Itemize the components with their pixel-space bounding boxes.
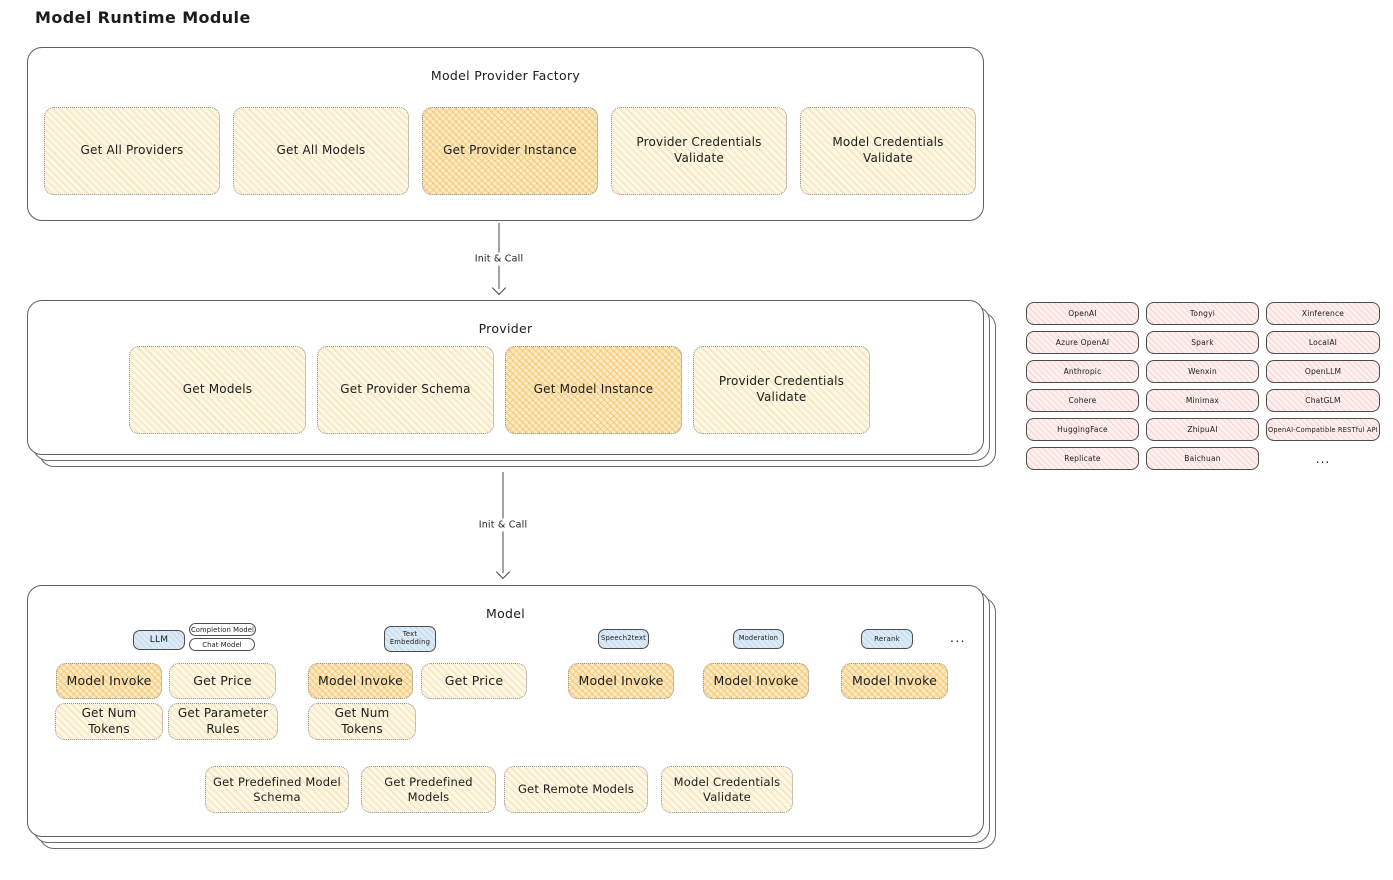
node-get-all-models: Get All Models bbox=[233, 107, 409, 195]
node-get-price-llm: Get Price bbox=[169, 663, 276, 699]
chip-minimax: Minimax bbox=[1146, 389, 1259, 412]
node-get-all-providers: Get All Providers bbox=[44, 107, 220, 195]
node-model-invoke-text-embedding: Model Invoke bbox=[308, 663, 413, 699]
tab-moderation: Moderation bbox=[733, 629, 784, 649]
arrow-init-call-bottom: Init & Call bbox=[473, 472, 533, 580]
arrow-label: Init & Call bbox=[473, 518, 533, 532]
arrow-head-icon bbox=[491, 280, 507, 296]
node-get-predefined-models: Get Predefined Models bbox=[361, 766, 496, 813]
factory-items-row: Get All Providers Get All Models Get Pro… bbox=[44, 107, 976, 195]
tab-text-embedding: Text Embedding bbox=[384, 626, 436, 652]
node-model-invoke-rerank: Model Invoke bbox=[841, 663, 948, 699]
chip-zhipuai: ZhipuAI bbox=[1146, 418, 1259, 441]
node-provider-credentials-validate-2: Provider Credentials Validate bbox=[693, 346, 870, 434]
node-model-invoke-moderation: Model Invoke bbox=[703, 663, 809, 699]
node-provider-credentials-validate: Provider Credentials Validate bbox=[611, 107, 787, 195]
provider-items-row: Get Models Get Provider Schema Get Model… bbox=[129, 346, 870, 434]
diagram-title: Model Runtime Module bbox=[35, 8, 251, 27]
provider-title: Provider bbox=[478, 321, 533, 336]
chip-wenxin: Wenxin bbox=[1146, 360, 1259, 383]
factory-container: Model Provider Factory Get All Providers… bbox=[27, 47, 984, 221]
chip-openllm: OpenLLM bbox=[1266, 360, 1380, 383]
chip-openai: OpenAI bbox=[1026, 302, 1139, 325]
subtab-completion-model: Completion Model bbox=[189, 623, 256, 636]
chip-cohere: Cohere bbox=[1026, 389, 1139, 412]
model-title: Model bbox=[485, 606, 526, 621]
chip-openai-compatible-restful-api: OpenAI-Compatible RESTful API bbox=[1266, 418, 1380, 441]
node-get-model-instance: Get Model Instance bbox=[505, 346, 682, 434]
arrow-init-call-top: Init & Call bbox=[469, 223, 529, 296]
tab-rerank: Rerank bbox=[861, 629, 913, 649]
node-get-num-tokens-text-embedding: Get Num Tokens bbox=[308, 703, 416, 740]
node-model-credentials-validate: Model Credentials Validate bbox=[800, 107, 976, 195]
node-get-models: Get Models bbox=[129, 346, 306, 434]
node-get-remote-models: Get Remote Models bbox=[504, 766, 648, 813]
chip-spark: Spark bbox=[1146, 331, 1259, 354]
provider-chip-grid: OpenAI Tongyi Xinference Azure OpenAI Sp… bbox=[1026, 302, 1380, 470]
node-get-predefined-model-schema: Get Predefined Model Schema bbox=[205, 766, 349, 813]
model-container: Model LLM Completion Model Chat Model Te… bbox=[27, 585, 984, 837]
chip-azure-openai: Azure OpenAI bbox=[1026, 331, 1139, 354]
chip-chatglm: ChatGLM bbox=[1266, 389, 1380, 412]
provider-container: Provider Get Models Get Provider Schema … bbox=[27, 300, 984, 455]
tabs-ellipsis: ... bbox=[950, 631, 966, 645]
node-get-provider-schema: Get Provider Schema bbox=[317, 346, 494, 434]
subtab-chat-model: Chat Model bbox=[189, 638, 255, 651]
chip-xinference: Xinference bbox=[1266, 302, 1380, 325]
node-get-parameter-rules: Get Parameter Rules bbox=[168, 703, 278, 740]
arrow-head-icon bbox=[495, 564, 511, 580]
chip-more-ellipsis: ... bbox=[1315, 451, 1331, 466]
arrow-label: Init & Call bbox=[469, 252, 529, 265]
tab-speech2text: Speech2text bbox=[598, 629, 649, 649]
node-model-credentials-validate-model: Model Credentials Validate bbox=[661, 766, 793, 813]
node-get-price-text-embedding: Get Price bbox=[421, 663, 527, 699]
factory-title: Model Provider Factory bbox=[430, 68, 581, 83]
chip-tongyi: Tongyi bbox=[1146, 302, 1259, 325]
node-get-provider-instance: Get Provider Instance bbox=[422, 107, 598, 195]
chip-huggingface: HuggingFace bbox=[1026, 418, 1139, 441]
chip-anthropic: Anthropic bbox=[1026, 360, 1139, 383]
chip-localai: LocalAI bbox=[1266, 331, 1380, 354]
tab-llm: LLM bbox=[133, 630, 185, 650]
node-model-invoke-llm: Model Invoke bbox=[56, 663, 162, 699]
node-model-invoke-speech2text: Model Invoke bbox=[568, 663, 674, 699]
node-get-num-tokens-llm: Get Num Tokens bbox=[55, 703, 163, 740]
chip-baichuan: Baichuan bbox=[1146, 447, 1259, 470]
chip-replicate: Replicate bbox=[1026, 447, 1139, 470]
